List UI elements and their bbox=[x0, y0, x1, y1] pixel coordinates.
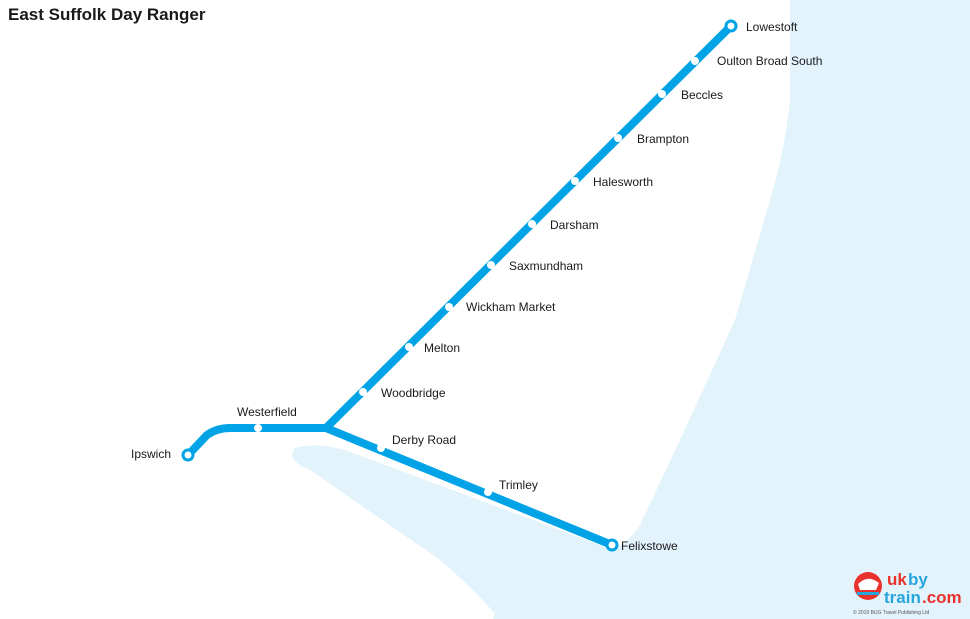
station-marker-brampton[interactable] bbox=[614, 134, 622, 142]
estuary-area bbox=[292, 445, 612, 612]
label-beccles[interactable]: Beccles bbox=[681, 88, 723, 102]
station-labels: Lowestoft Oulton Broad South Beccles Bra… bbox=[131, 20, 822, 553]
station-marker-woodbridge[interactable] bbox=[359, 388, 367, 396]
sea-area bbox=[485, 0, 970, 619]
label-ipswich[interactable]: Ipswich bbox=[131, 447, 171, 461]
logo-text-com: .com bbox=[922, 588, 962, 607]
label-westerfield[interactable]: Westerfield bbox=[237, 405, 297, 419]
stations bbox=[181, 19, 738, 552]
station-marker-halesworth[interactable] bbox=[571, 177, 579, 185]
station-marker-westerfield[interactable] bbox=[254, 424, 262, 432]
line-felixstowe-branch bbox=[322, 424, 616, 549]
label-melton[interactable]: Melton bbox=[424, 341, 460, 355]
station-marker-wickham-market[interactable] bbox=[445, 303, 453, 311]
logo-text-uk: uk bbox=[887, 570, 907, 589]
label-trimley[interactable]: Trimley bbox=[499, 478, 538, 492]
station-marker-derby-road[interactable] bbox=[377, 444, 385, 452]
rail-lines bbox=[184, 22, 735, 549]
copyright-text: © 2019 BUG Travel Publishing Ltd bbox=[853, 609, 929, 616]
station-marker-trimley[interactable] bbox=[484, 488, 492, 496]
label-derby-road[interactable]: Derby Road bbox=[392, 433, 456, 447]
station-marker-lowestoft[interactable] bbox=[724, 19, 738, 33]
station-marker-saxmundham[interactable] bbox=[487, 261, 495, 269]
label-felixstowe[interactable]: Felixstowe bbox=[621, 539, 678, 553]
logo-train-window bbox=[858, 578, 879, 590]
line-ipswich-lowestoft bbox=[184, 22, 735, 459]
station-marker-beccles[interactable] bbox=[658, 90, 666, 98]
label-saxmundham[interactable]: Saxmundham bbox=[509, 259, 583, 273]
label-woodbridge[interactable]: Woodbridge bbox=[381, 386, 446, 400]
ukbytrain-logo[interactable]: uk by train .com © 2019 BUG Travel Publi… bbox=[853, 570, 962, 616]
map-title: East Suffolk Day Ranger bbox=[8, 5, 206, 24]
station-marker-oulton-broad-south[interactable] bbox=[691, 57, 699, 65]
station-marker-melton[interactable] bbox=[405, 343, 413, 351]
label-wickham-market[interactable]: Wickham Market bbox=[466, 300, 556, 314]
logo-text-train: train bbox=[884, 588, 921, 607]
station-marker-darsham[interactable] bbox=[528, 220, 536, 228]
label-brampton[interactable]: Brampton bbox=[637, 132, 689, 146]
station-marker-felixstowe[interactable] bbox=[605, 538, 619, 552]
logo-train-stripe bbox=[857, 592, 879, 595]
station-marker-ipswich[interactable] bbox=[181, 448, 195, 462]
label-lowestoft[interactable]: Lowestoft bbox=[746, 20, 798, 34]
logo-text-by: by bbox=[908, 570, 928, 589]
label-oulton-broad-south[interactable]: Oulton Broad South bbox=[717, 54, 822, 68]
label-darsham[interactable]: Darsham bbox=[550, 218, 599, 232]
label-halesworth[interactable]: Halesworth bbox=[593, 175, 653, 189]
